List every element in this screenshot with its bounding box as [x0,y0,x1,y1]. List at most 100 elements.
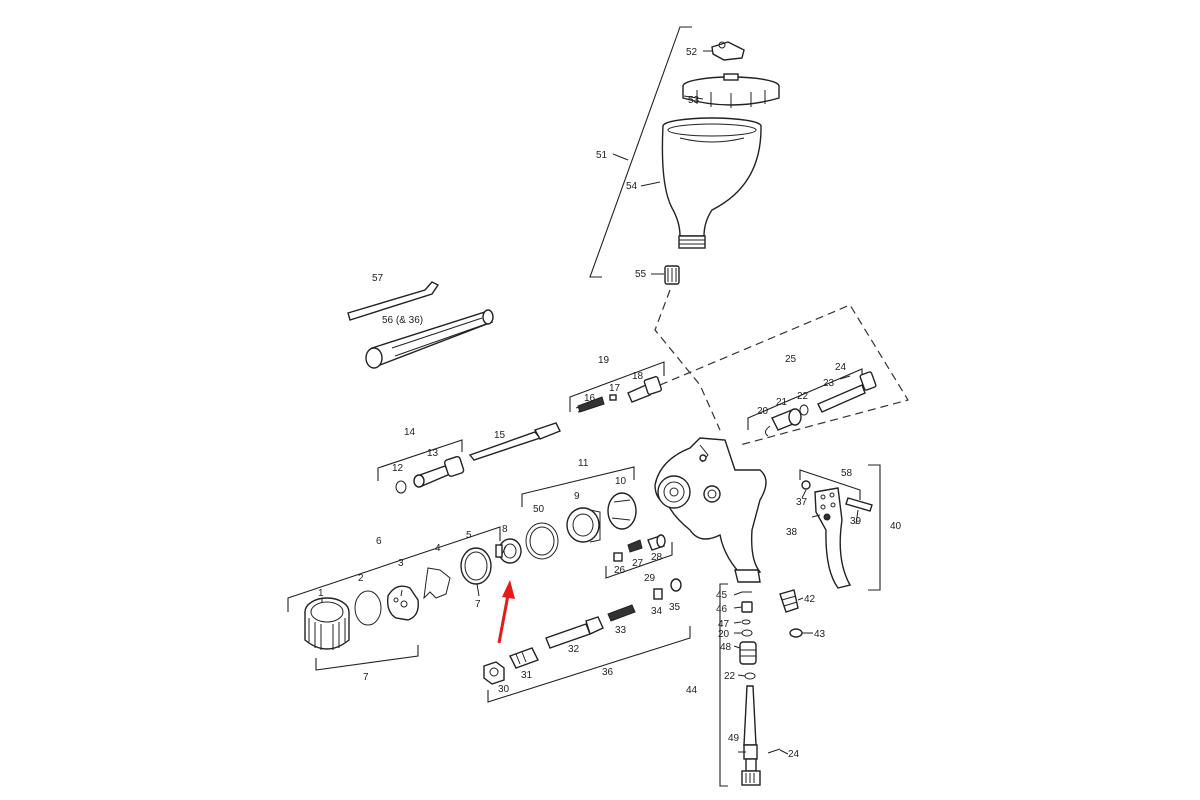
label-42: 42 [804,594,816,605]
label-15: 15 [494,430,506,441]
part-22-oring [799,404,809,416]
label-51: 51 [596,150,608,161]
label-45: 45 [716,590,728,601]
part-33-spring [607,604,636,622]
bracket-40 [868,464,881,591]
label-56: 56 (& 36) [382,315,423,326]
label-23: 23 [823,378,835,389]
label-39: 39 [850,516,862,527]
part-35-ring [670,578,682,592]
label-4: 4 [435,543,441,554]
part-24b [767,748,781,754]
part-54-cup [661,117,762,249]
part-4-spring-clip [423,567,451,600]
label-22b: 22 [724,671,736,682]
label-26: 26 [614,565,626,576]
part-1-ring [304,597,350,650]
label-34: 34 [651,606,663,617]
label-14: 14 [404,427,416,438]
part-38-trigger [814,487,852,589]
label-5: 5 [466,530,472,541]
label-16: 16 [584,393,596,404]
label-7b: 7 [363,672,369,683]
part-20b [741,629,753,637]
label-11: 11 [578,458,589,469]
label-52: 52 [686,47,698,58]
label-32: 32 [568,644,580,655]
label-1: 1 [318,588,324,599]
label-19: 19 [598,355,610,366]
bracket-6 [287,526,501,612]
part-49-stem [741,685,761,786]
part-22b [744,672,756,680]
label-18: 18 [632,371,644,382]
label-12: 12 [392,463,404,474]
part-8-nozzle [495,538,522,564]
label-24b: 24 [788,749,800,760]
part-20-clip [764,425,771,437]
leader-lines [321,50,859,755]
part-31-fitting [509,647,539,669]
bracket-11 [521,466,635,507]
group-19 [569,361,665,413]
part-30-nut [483,661,505,685]
label-27: 27 [632,558,644,569]
part-3-baffle [386,585,419,621]
bracket-36 [487,626,691,703]
label-46: 46 [716,604,728,615]
part-10-plate [607,492,637,530]
label-3: 3 [398,558,404,569]
label-17: 17 [609,383,621,394]
label-30: 30 [498,684,510,695]
label-47: 47 [718,619,730,630]
label-49: 49 [728,733,740,744]
label-50: 50 [533,504,545,515]
label-36: 36 [602,667,614,678]
part-37-screw [801,480,811,490]
label-55: 55 [635,269,647,280]
gun-body [654,437,767,583]
label-25: 25 [785,354,797,365]
label-37: 37 [796,497,808,508]
label-53: 53 [688,95,700,106]
part-12-washer [395,480,407,494]
label-13: 13 [427,448,439,459]
label-8: 8 [502,524,508,535]
bracket-44 [719,583,728,787]
part-13-fitting [413,455,465,488]
part-28-seal [647,534,666,551]
part-32-piston [545,616,604,649]
part-52-cap [711,41,745,61]
highlight-arrow [497,580,515,644]
label-58: 58 [841,468,853,479]
label-28: 28 [651,552,663,563]
label-29: 29 [644,573,656,584]
bracket-51 [589,26,692,278]
label-6: 6 [376,536,382,547]
part-47 [741,619,751,625]
part-21-valve [771,408,802,431]
label-43: 43 [814,629,826,640]
label-57: 57 [372,273,384,284]
group-29 [605,534,673,579]
part-5-ring [460,547,492,585]
part-46 [741,601,753,613]
bracket-58 [799,469,861,500]
part-43-ring [789,628,803,638]
label-2: 2 [358,573,364,584]
label-38: 38 [786,527,798,538]
label-35: 35 [669,602,681,613]
group-40 [799,464,881,591]
part-39-pin [845,497,873,512]
tool-56-brush [365,309,494,369]
part-27-spring [627,539,643,553]
cup-assembly [589,26,780,285]
part-9-cap [566,507,601,543]
bracket-29 [605,542,673,579]
part-50-gasket [525,522,559,560]
label-22a: 22 [797,391,809,402]
label-10: 10 [615,476,627,487]
label-40: 40 [890,521,902,532]
part-42-fitting [779,589,799,613]
group-11 [521,466,637,560]
